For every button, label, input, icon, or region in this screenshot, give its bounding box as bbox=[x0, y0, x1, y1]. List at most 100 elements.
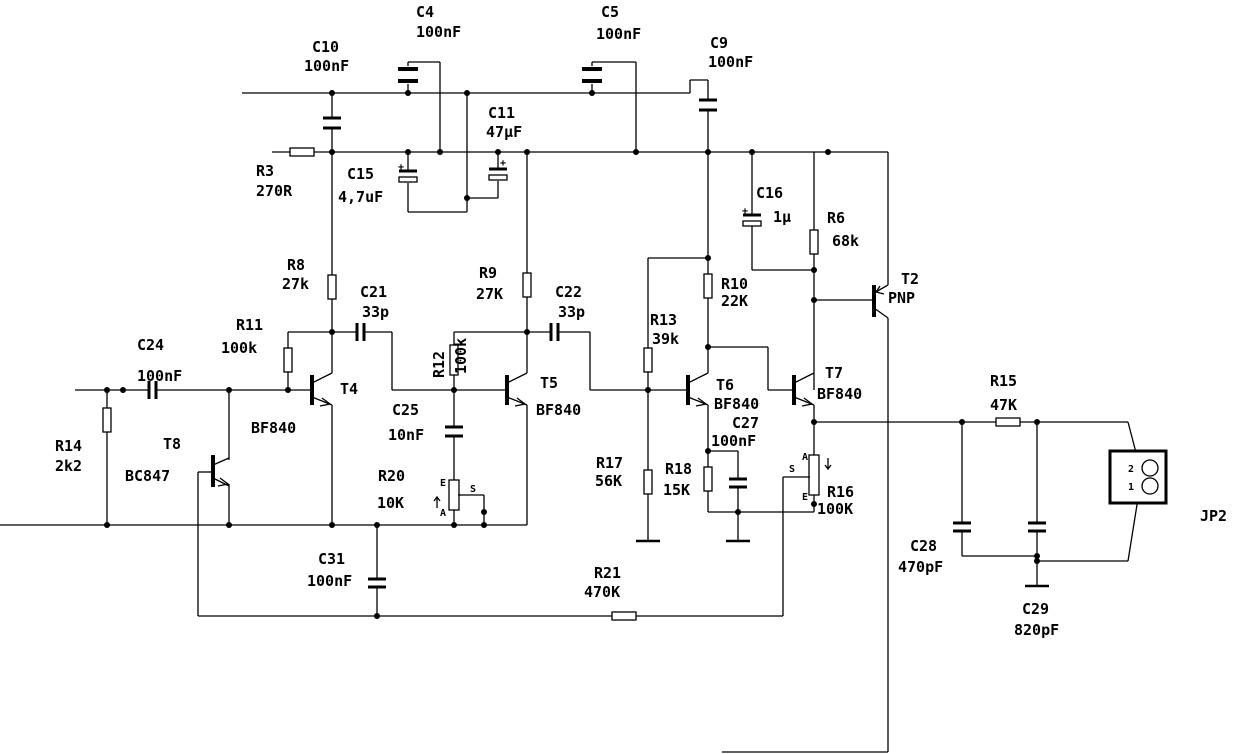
capacitor-c29 bbox=[1028, 521, 1046, 533]
transistor-t5 bbox=[505, 372, 528, 407]
label-c25-ref: C25 bbox=[392, 401, 419, 419]
junction-dot bbox=[524, 329, 530, 335]
label-c21-ref: C21 bbox=[360, 283, 387, 301]
label-r6-value: 68k bbox=[832, 232, 859, 250]
junction-dots bbox=[104, 90, 1040, 619]
label-c4-value: 100nF bbox=[416, 23, 461, 41]
capacitors bbox=[147, 67, 1046, 589]
label-c11-value: 47µF bbox=[486, 123, 522, 141]
capacitor-c21 bbox=[355, 323, 366, 341]
label-r18-ref: R18 bbox=[665, 460, 692, 478]
label-r21-ref: R21 bbox=[594, 564, 621, 582]
label-c16-ref: C16 bbox=[756, 184, 783, 202]
label-t6-ref: T6 bbox=[716, 376, 734, 394]
label-c25-value: 10nF bbox=[388, 426, 424, 444]
resistor-r18 bbox=[703, 466, 713, 492]
label-c29-ref: C29 bbox=[1022, 600, 1049, 618]
label-r12-value: 100k bbox=[452, 338, 470, 374]
junction-dot bbox=[735, 509, 741, 515]
capacitor-c25 bbox=[445, 425, 463, 438]
label-r3-ref: R3 bbox=[256, 162, 274, 180]
capacitor-c5 bbox=[582, 67, 602, 83]
label-t4-ref: T4 bbox=[340, 380, 358, 398]
transistor-t8 bbox=[198, 455, 230, 487]
label-t8-value: BC847 bbox=[125, 467, 170, 485]
capacitor-c22 bbox=[549, 323, 560, 341]
label-r9-value: 27K bbox=[476, 285, 503, 303]
label-t8-ref: T8 bbox=[163, 435, 181, 453]
junction-dot bbox=[374, 522, 380, 528]
junction-dot bbox=[374, 613, 380, 619]
label-c27-value: 100nF bbox=[711, 432, 756, 450]
capacitor-c9 bbox=[699, 98, 717, 112]
resistor-r9 bbox=[522, 272, 532, 298]
capacitor-c24 bbox=[147, 381, 158, 399]
junction-dot bbox=[749, 149, 755, 155]
label-c27-ref: C27 bbox=[732, 414, 759, 432]
label-jp2-ref: JP2 bbox=[1200, 507, 1227, 525]
label-r15-value: 47K bbox=[990, 396, 1017, 414]
junction-dot bbox=[329, 149, 335, 155]
capacitor-c11 bbox=[488, 167, 508, 181]
pot-r16-arrow-icon bbox=[824, 458, 832, 471]
label-c22-ref: C22 bbox=[555, 283, 582, 301]
junction-dot bbox=[405, 149, 411, 155]
label-r14-ref: R14 bbox=[55, 437, 82, 455]
label-r8-ref: R8 bbox=[287, 256, 305, 274]
label-c11-ref: C11 bbox=[488, 104, 515, 122]
label-c24-value: 100nF bbox=[137, 367, 182, 385]
junction-dot bbox=[481, 522, 487, 528]
ground-symbols bbox=[636, 539, 1049, 588]
junction-dot bbox=[405, 90, 411, 96]
capacitor-c4 bbox=[398, 67, 418, 83]
resistor-r10 bbox=[703, 273, 713, 299]
plus-mark-c11: + bbox=[500, 158, 506, 169]
label-r13-value: 39k bbox=[652, 330, 679, 348]
capacitor-c16 bbox=[742, 213, 762, 227]
junction-dot bbox=[120, 387, 126, 393]
labels: C10 100nF C4 100nF C5 100nF C9 100nF C11… bbox=[55, 3, 1227, 639]
pot-r20-e-label: E bbox=[440, 478, 446, 489]
resistor-r14 bbox=[102, 407, 112, 433]
junction-dot bbox=[464, 195, 470, 201]
junction-dot bbox=[811, 501, 817, 507]
jp2-pin2-label: 2 bbox=[1128, 464, 1134, 475]
capacitor-c27 bbox=[729, 477, 747, 489]
junction-dot bbox=[1034, 553, 1040, 559]
transistors bbox=[198, 284, 889, 487]
label-c16-value: 1µ bbox=[773, 208, 791, 226]
label-c29-value: 820pF bbox=[1014, 621, 1059, 639]
label-r15-ref: R15 bbox=[990, 372, 1017, 390]
label-c9-ref: C9 bbox=[710, 34, 728, 52]
resistor-r12 bbox=[449, 344, 459, 376]
label-r21-value: 470K bbox=[584, 583, 620, 601]
label-r20-value: 10K bbox=[377, 494, 404, 512]
junction-dot bbox=[437, 149, 443, 155]
junction-dot bbox=[451, 387, 457, 393]
label-c4-ref: C4 bbox=[416, 3, 434, 21]
junction-dot bbox=[705, 149, 711, 155]
pot-r16-a-label: A bbox=[802, 452, 808, 463]
resistor-r17 bbox=[643, 469, 653, 495]
connector-jp2: 2 1 bbox=[1108, 449, 1168, 505]
label-r14-value: 2k2 bbox=[55, 457, 82, 475]
label-c31-value: 100nF bbox=[307, 572, 352, 590]
label-r11-ref: R11 bbox=[236, 316, 263, 334]
pot-r20-arrow-icon bbox=[433, 495, 441, 508]
pot-r20-s-label: S bbox=[470, 484, 476, 495]
junction-dot bbox=[104, 387, 110, 393]
label-c15-value: 4,7uF bbox=[338, 188, 383, 206]
junction-dot bbox=[811, 267, 817, 273]
label-t6-value: BF840 bbox=[714, 395, 759, 413]
resistor-r3 bbox=[289, 147, 315, 157]
label-c15-ref: C15 bbox=[347, 165, 374, 183]
label-r20-ref: R20 bbox=[378, 467, 405, 485]
resistor-r11 bbox=[283, 347, 293, 373]
jp2-pin1-label: 1 bbox=[1128, 482, 1134, 493]
label-r17-ref: R17 bbox=[596, 454, 623, 472]
label-t4-value: BF840 bbox=[251, 419, 296, 437]
transistor-t7 bbox=[792, 372, 815, 407]
small-marks: + + + S E A S A E bbox=[398, 158, 832, 519]
label-r17-value: 56K bbox=[595, 472, 622, 490]
label-r9-ref: R9 bbox=[479, 264, 497, 282]
